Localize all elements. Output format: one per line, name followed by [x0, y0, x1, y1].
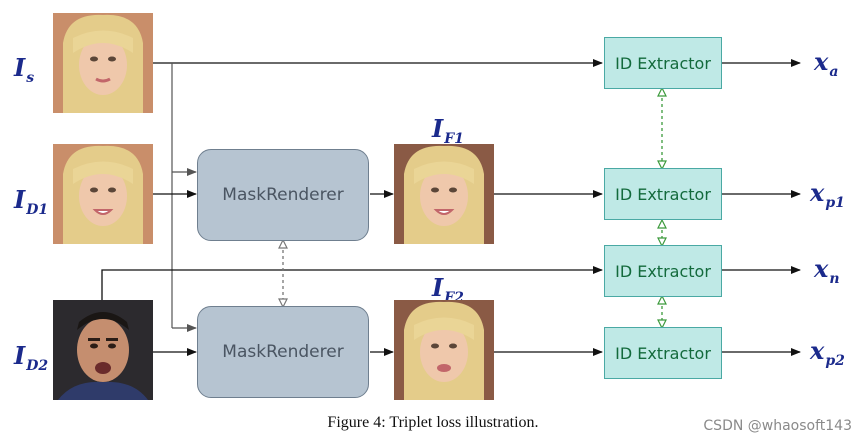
label-xp1: xp1 [810, 178, 845, 211]
id-extractor-positive-1-label: ID Extractor [615, 184, 711, 204]
figure-caption: Figure 4: Triplet loss illustration. [327, 414, 539, 431]
label-xp2: xp2 [810, 336, 845, 369]
label-is: Is [14, 53, 35, 86]
id-extractor-positive-1: ID Extractor [604, 168, 722, 220]
label-xa: xa [814, 47, 839, 80]
id-extractor-positive-2-label: ID Extractor [615, 343, 711, 363]
face-image-driver-2 [53, 300, 153, 400]
mask-renderer-1: MaskRenderer [197, 149, 369, 241]
face-image-source [53, 13, 153, 113]
face-image-fake-2 [394, 300, 494, 400]
mask-renderer-1-label: MaskRenderer [222, 185, 344, 205]
label-id1: ID1 [14, 185, 49, 218]
face-image-driver-1 [53, 144, 153, 244]
watermark: CSDN @whaosoft143 [703, 418, 852, 434]
id-extractor-negative-label: ID Extractor [615, 261, 711, 281]
label-xn: xn [814, 254, 840, 287]
label-if1: IF1 [432, 114, 464, 147]
label-if2: IF2 [432, 273, 464, 306]
mask-renderer-2-label: MaskRenderer [222, 342, 344, 362]
label-id2: ID2 [14, 341, 49, 374]
arrow-id2-to-extractor-n [101, 266, 603, 300]
id-extractor-positive-2: ID Extractor [604, 327, 722, 379]
id-extractor-anchor-label: ID Extractor [615, 53, 711, 73]
id-extractor-anchor: ID Extractor [604, 37, 722, 89]
mask-renderer-2: MaskRenderer [197, 306, 369, 398]
face-image-fake-1 [394, 144, 494, 244]
id-extractor-negative: ID Extractor [604, 245, 722, 297]
